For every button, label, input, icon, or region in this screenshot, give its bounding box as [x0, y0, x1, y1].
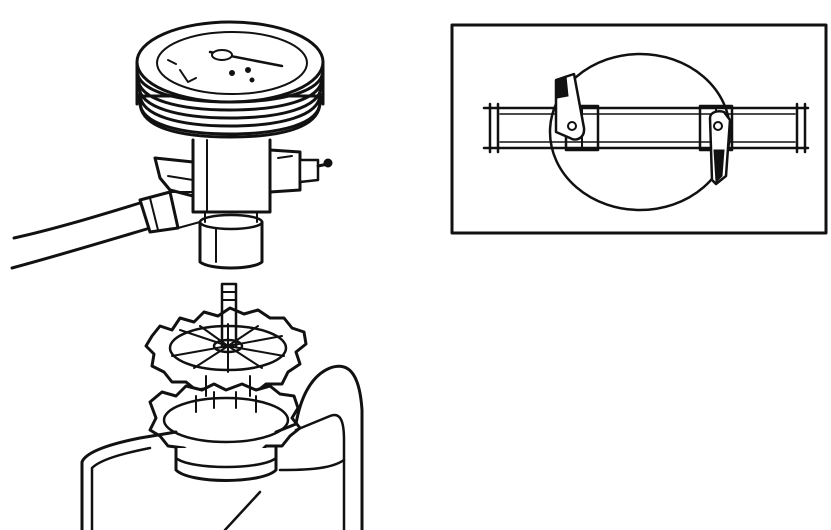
- right-clamp: [708, 110, 732, 186]
- gauge-valve-body: [153, 138, 333, 270]
- hose: [10, 190, 201, 270]
- pressure-gauge: [135, 20, 325, 139]
- gauge-dial: [156, 31, 308, 95]
- pipe: [482, 102, 810, 154]
- upper-gear: [144, 306, 308, 396]
- left-clamp: [554, 72, 586, 141]
- gauge-body-rings: [135, 60, 325, 139]
- coolant-reservoir: [80, 364, 364, 530]
- hose-clamp-detail-inset: [450, 23, 828, 235]
- inset-frame: [450, 23, 828, 235]
- lower-gear: [148, 375, 302, 460]
- radiator-cap-adapter: [144, 306, 308, 482]
